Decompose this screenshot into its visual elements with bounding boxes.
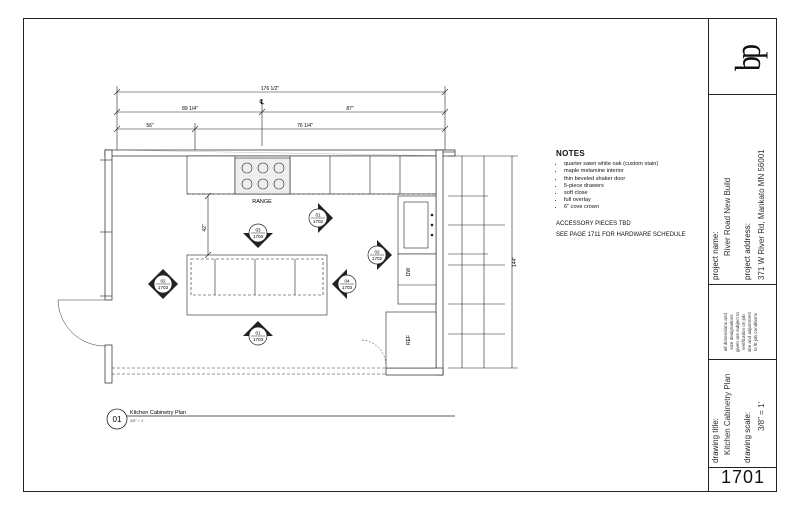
right-dimensions <box>448 155 518 369</box>
drawing-scale-label: drawing scale: <box>743 411 752 463</box>
note-item: full overlay <box>564 197 706 204</box>
svg-text:1702: 1702 <box>372 256 383 261</box>
drawing-caption-title: Kitchen Cabinetry Plan <box>130 410 186 416</box>
disclaimer-text: all dimensions and size designations giv… <box>723 312 758 352</box>
dim-overall: 176 1/2" <box>261 86 280 92</box>
centerline-icon: ℄ <box>259 99 265 106</box>
drawing-sheet <box>23 18 777 492</box>
dim-right-run: 87" <box>346 106 354 112</box>
svg-text:03: 03 <box>255 228 261 233</box>
note-item: 5-piece drawers <box>564 183 706 190</box>
walls <box>100 149 456 384</box>
project-address-label: project address: <box>743 223 752 280</box>
drawing-scale: 3/8" = 1' <box>757 401 766 431</box>
accessory-note: ACCESSORY PIECES TBD <box>556 220 631 227</box>
disclaimer-section: all dimensions and size designations giv… <box>709 284 777 360</box>
svg-text:1703: 1703 <box>158 285 169 290</box>
top-dimensions <box>113 86 449 150</box>
drawing-info-section: drawing title: Kitchen Cabinetry Plan dr… <box>709 359 777 468</box>
svg-text:02: 02 <box>374 250 380 255</box>
door-swing-left <box>57 299 106 347</box>
svg-text:01: 01 <box>315 213 321 218</box>
sheet-number: 1701 <box>720 467 766 487</box>
svg-text:01: 01 <box>255 331 261 336</box>
note-item: 6" cove crown <box>564 204 706 211</box>
range-label: RANGE <box>252 199 272 205</box>
base-cabinets-right <box>385 195 437 369</box>
dim-window-offset: 56" <box>146 123 154 129</box>
drawing-number: 01 <box>113 415 122 424</box>
notes-panel: NOTES quarter sawn white oak (custom sta… <box>556 149 706 239</box>
svg-text:1702: 1702 <box>313 219 324 224</box>
island <box>186 254 328 316</box>
note-item: quarter sawn white oak (custom stain) <box>564 161 706 168</box>
sink-faucet-icon <box>430 213 434 237</box>
project-address: 371 W River Rd, Mankato MN 56001 <box>757 149 766 280</box>
logo-text: bp <box>729 47 769 71</box>
door-swing-right <box>361 339 387 367</box>
notes-list: quarter sawn white oak (custom stain) ma… <box>556 161 706 211</box>
logo: bp <box>709 19 777 95</box>
dim-right-total: 144" <box>512 257 518 267</box>
drawing-caption-scale: 3/8" = 1' <box>130 419 144 423</box>
island-dimension <box>204 192 212 259</box>
hardware-note: SEE PAGE 1711 FOR HARDWARE SCHEDULE <box>556 231 686 238</box>
project-name-label: project name: <box>711 231 720 280</box>
note-item: maple melamine interior <box>564 168 706 175</box>
drawing-caption: 01 Kitchen Cabinetry Plan 3/8" = 1' <box>106 408 455 430</box>
project-name: River Road New Build <box>723 177 732 256</box>
dim-left-run: 89 1/4" <box>182 106 198 112</box>
project-section: project name: River Road New Build proje… <box>709 94 777 285</box>
dim-island-width: 42" <box>202 224 208 232</box>
title-block: bp project name: River Road New Build pr… <box>708 19 777 491</box>
dim-range-to-wall: 76 1/4" <box>297 123 313 129</box>
drawing-title: Kitchen Cabinetry Plan <box>723 373 732 455</box>
svg-text:1703: 1703 <box>253 234 264 239</box>
svg-text:1703: 1703 <box>253 337 264 342</box>
svg-text:02: 02 <box>160 279 166 284</box>
svg-text:1703: 1703 <box>342 285 353 290</box>
note-item: soft close <box>564 190 706 197</box>
drawing-title-label: drawing title: <box>711 418 720 463</box>
notes-heading: NOTES <box>556 149 586 158</box>
svg-text:04: 04 <box>344 279 350 284</box>
refrigerator-label: REF <box>406 335 412 345</box>
base-cabinets-top <box>186 155 437 195</box>
dishwasher-label: DW <box>406 268 412 277</box>
note-item: thin beveled shaker door <box>564 176 706 183</box>
range-icon <box>234 157 291 195</box>
